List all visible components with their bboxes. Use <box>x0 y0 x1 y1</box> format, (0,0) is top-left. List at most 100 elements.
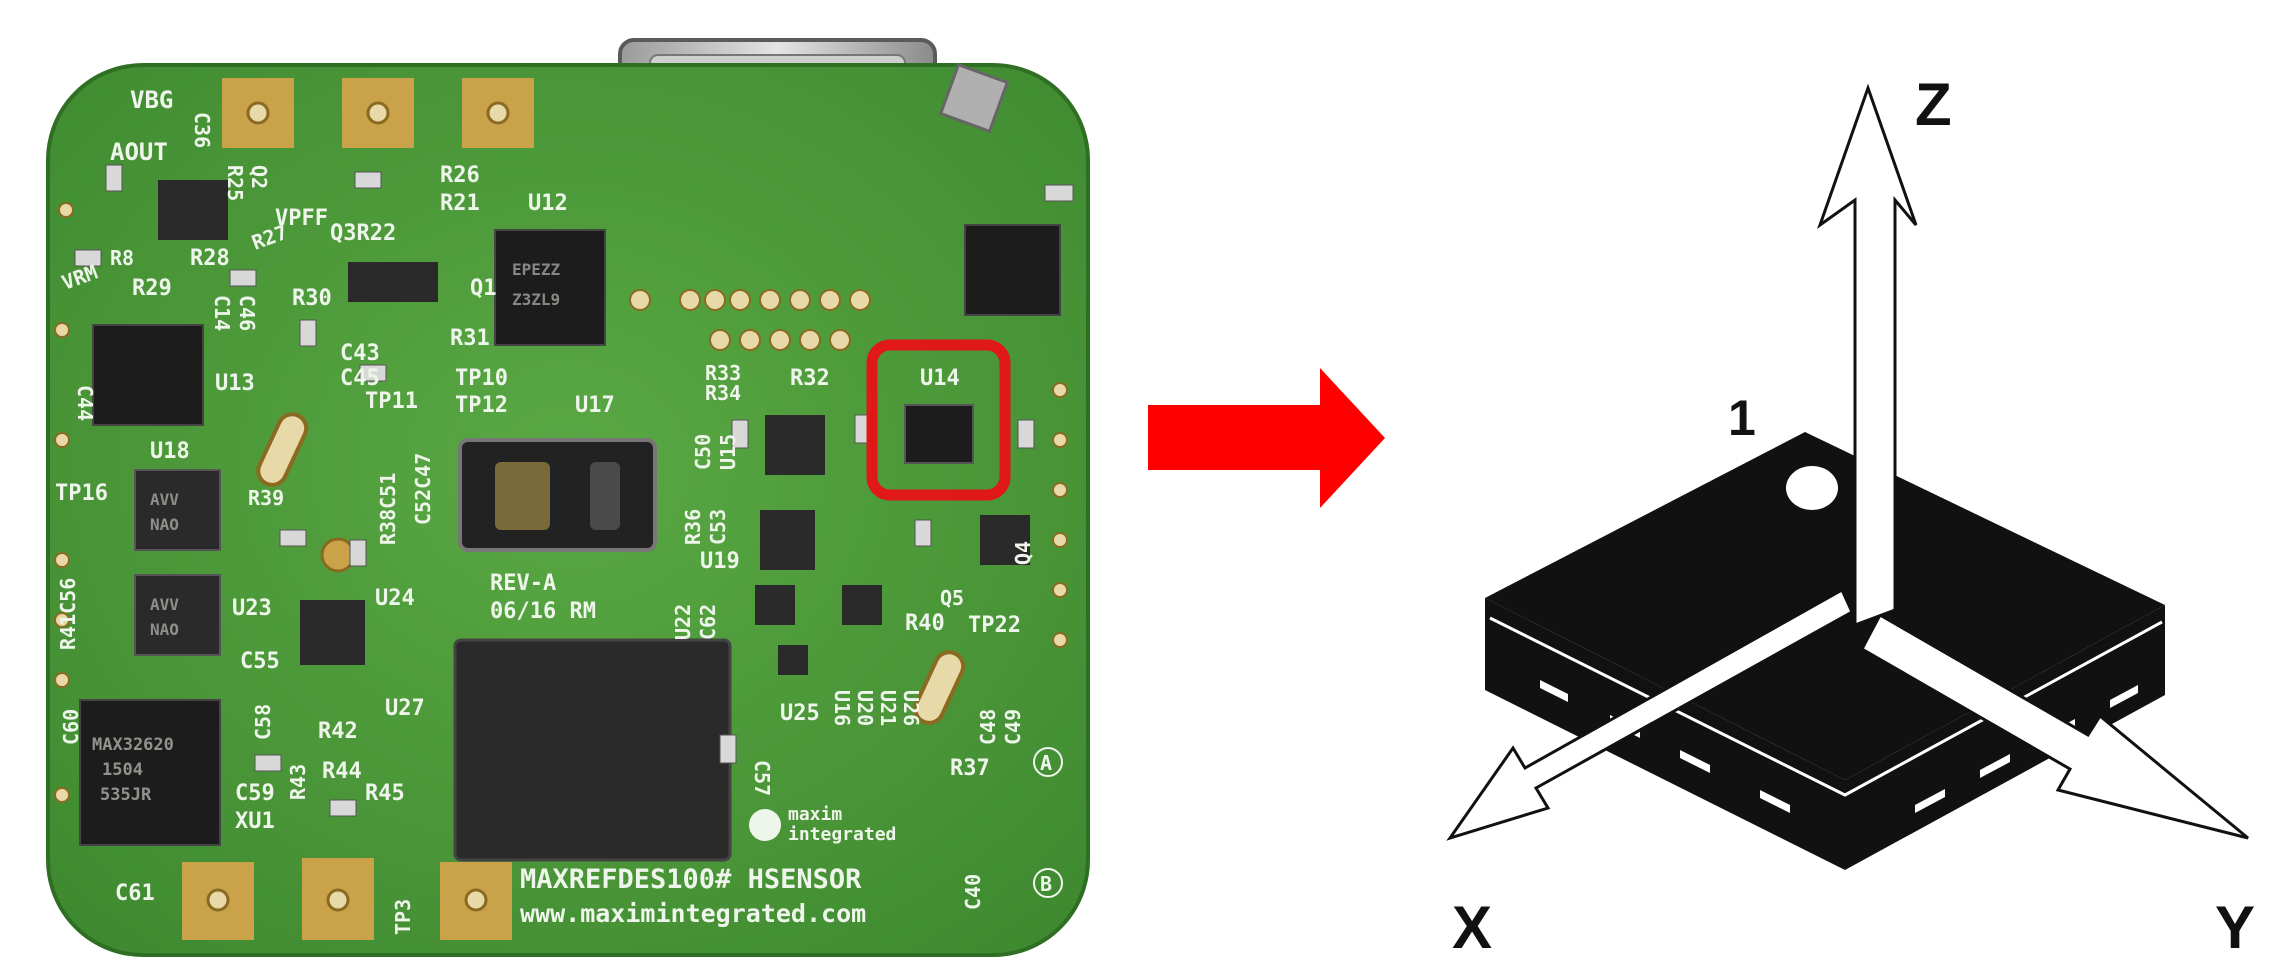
pcb-label-c50: C50 <box>691 434 715 470</box>
pcb-label-r29: R29 <box>132 276 172 301</box>
pcb-label-u17: U17 <box>575 393 615 418</box>
pcb-label-r43: R43 <box>286 764 310 800</box>
pcb-label-vbg: VBG <box>130 86 173 114</box>
pcb-label-c14: C14 <box>210 295 234 331</box>
pcb-label-c36: C36 <box>190 112 214 148</box>
passive-components <box>74 164 1074 817</box>
z-axis-arrow <box>1817 83 1918 628</box>
x-axis-arrow <box>1446 587 1854 841</box>
pcb-label-u14: U14 <box>920 366 960 391</box>
pcb-label-r39: R39 <box>248 486 284 510</box>
pcb-label-mark-b: B <box>1040 872 1052 896</box>
pcb-label-u26: U26 <box>899 690 923 726</box>
pcb-label-u20: U20 <box>853 690 877 726</box>
z-axis-label: Z <box>1915 71 1952 138</box>
ic-u12 <box>494 229 606 346</box>
pcb-label-r45: R45 <box>365 781 405 806</box>
maxim-logo <box>749 809 781 841</box>
pcb-label-u25: U25 <box>780 701 820 726</box>
product-url: www.maximintegrated.com <box>520 899 866 928</box>
pcb-label-u27: U27 <box>385 696 425 721</box>
pcb-label-q4: Q4 <box>1011 541 1035 565</box>
pcb-label-u12: U12 <box>528 191 568 216</box>
chip-xu1-marking-2: 1504 <box>102 760 143 780</box>
ic-u13 <box>92 324 204 426</box>
pcb-label-c55: C55 <box>240 649 280 674</box>
pcb-label-c49: C49 <box>1001 709 1025 745</box>
y-axis-label: Y <box>2215 894 2255 961</box>
chip-nav-2-marking-2: NAO <box>150 620 179 639</box>
ic-small <box>760 510 815 570</box>
ic-xu1 <box>79 699 221 846</box>
brand-name-2: integrated <box>788 824 896 845</box>
pcb-label-u13: U13 <box>215 371 255 396</box>
pcb-label-c53: C53 <box>706 509 730 545</box>
pcb-label-c59: C59 <box>235 781 275 806</box>
pcb-label-c60: C60 <box>59 709 83 745</box>
pcb-label-r34: R34 <box>705 381 741 405</box>
x-axis-label: X <box>1452 894 1492 961</box>
pcb-label-tp11: TP11 <box>365 389 418 414</box>
pin1-label: 1 <box>1728 390 1756 446</box>
ic-nav-1 <box>134 469 221 551</box>
pcb-label-q5: Q5 <box>940 586 964 610</box>
pcb-label-rev: REV-A <box>490 571 556 596</box>
chip-nav-1-marking-2: NAO <box>150 515 179 534</box>
ic-small <box>980 515 1030 565</box>
pcb-label-tp12: TP12 <box>455 393 508 418</box>
ic-nav-2 <box>134 574 221 656</box>
pcb-label-date: 06/16 RM <box>490 599 596 624</box>
ic-u27 <box>453 638 732 862</box>
ic-small <box>778 645 808 675</box>
pcb-label-c62: C62 <box>696 604 720 640</box>
pcb-label-r21: R21 <box>440 191 480 216</box>
pcb-label-u16: U16 <box>830 690 854 726</box>
pcb-label-c57: C57 <box>750 760 774 796</box>
pcb-label-tp10: TP10 <box>455 366 508 391</box>
pcb-label-vpff: VPFF <box>275 206 328 231</box>
ic-small <box>842 585 882 625</box>
pcb-label-r37: R37 <box>950 756 990 781</box>
pcb-label-tp3: TP3 <box>391 899 415 935</box>
pcb-label-c40: C40 <box>961 874 985 910</box>
ic-u14 <box>904 404 974 464</box>
ic-small <box>765 415 825 475</box>
pcb-label-q3r22: Q3R22 <box>330 221 396 246</box>
pcb-label-c58: C58 <box>251 704 275 740</box>
sensor-u17 <box>458 438 657 552</box>
pcb-label-r41c56: R41C56 <box>56 578 80 650</box>
pcb-label-r31: R31 <box>450 326 490 351</box>
pcb-label-c43: C43 <box>340 341 380 366</box>
pcb-label-r8: R8 <box>110 246 134 270</box>
pcb-label-r38c51: R38C51 <box>376 473 400 545</box>
pcb-label-u24: U24 <box>375 586 415 611</box>
pcb-label-u23: U23 <box>232 596 272 621</box>
pcb-label-tp16: TP16 <box>55 481 108 506</box>
pcb-label-aout: AOUT <box>110 138 168 166</box>
chip-nav-1-marking-1: AVV <box>150 490 179 509</box>
pcb-label-u22: U22 <box>671 604 695 640</box>
pcb-label-c45: C45 <box>340 366 380 391</box>
pin1-marker <box>1786 466 1838 510</box>
right-arrow-icon <box>1148 368 1385 508</box>
pcb-label-u19: U19 <box>700 549 740 574</box>
orientation-diagram: 1 Z X Y <box>1446 71 2255 961</box>
package-side-left <box>1485 598 1845 870</box>
chip-xu1-marking-1: MAX32620 <box>92 735 174 755</box>
ic-small <box>348 262 438 302</box>
ic-small <box>300 600 365 665</box>
pcb-label-r25: R25 <box>223 165 247 201</box>
chip-u12-marking-1: EPEZZ <box>512 260 561 279</box>
pcb-board: VBG AOUT C36 R25 Q2 VPFF R26 R21 U12 Q3R… <box>46 38 1090 957</box>
pcb-label-u18: U18 <box>150 439 190 464</box>
pcb-label-q2: Q2 <box>247 165 271 189</box>
pcb-label-c52c47: C52C47 <box>411 453 435 525</box>
ic-small <box>158 180 228 240</box>
pcb-label-r36: R36 <box>681 509 705 545</box>
pcb-label-mark-a: A <box>1040 751 1052 775</box>
pcb-label-r30: R30 <box>292 286 332 311</box>
pcb-label-u21: U21 <box>876 690 900 726</box>
pcb-label-r26: R26 <box>440 163 480 188</box>
pcb-label-r32: R32 <box>790 366 830 391</box>
